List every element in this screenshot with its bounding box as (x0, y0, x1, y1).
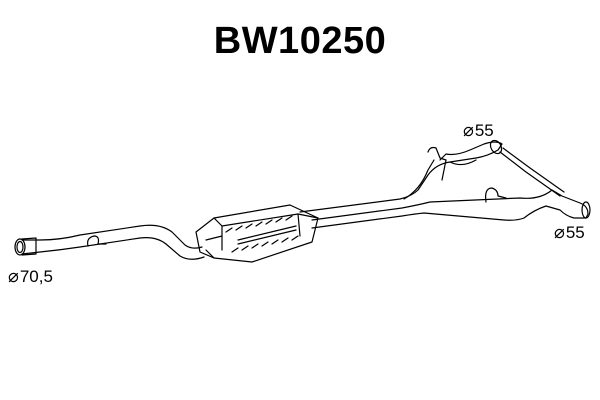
part-number-title: BW10250 (213, 20, 387, 62)
muffler-ribs (225, 215, 299, 253)
inlet-flange (14, 238, 26, 256)
muffler-body (195, 204, 319, 263)
inlet-pipe-lower (21, 237, 205, 260)
support-strap (499, 147, 565, 197)
inlet-hanger (87, 235, 107, 247)
upper-outlet (489, 139, 503, 155)
lower-outlet (581, 201, 591, 219)
lower-outlet-diameter-label: ⌀55 (554, 222, 585, 242)
inlet-diameter-label: ⌀70,5 (8, 266, 53, 286)
center-pipe (299, 141, 503, 213)
lower-hanger (485, 187, 507, 203)
inlet-pipe (21, 224, 203, 249)
upper-tailpipe (403, 159, 477, 200)
muffler-top-ridge (213, 213, 319, 227)
center-pipe-lower (311, 189, 589, 229)
upper-hanger (427, 146, 447, 181)
upper-outlet-diameter-label: ⌀55 (463, 120, 494, 140)
inlet-flange-inner (16, 240, 24, 254)
